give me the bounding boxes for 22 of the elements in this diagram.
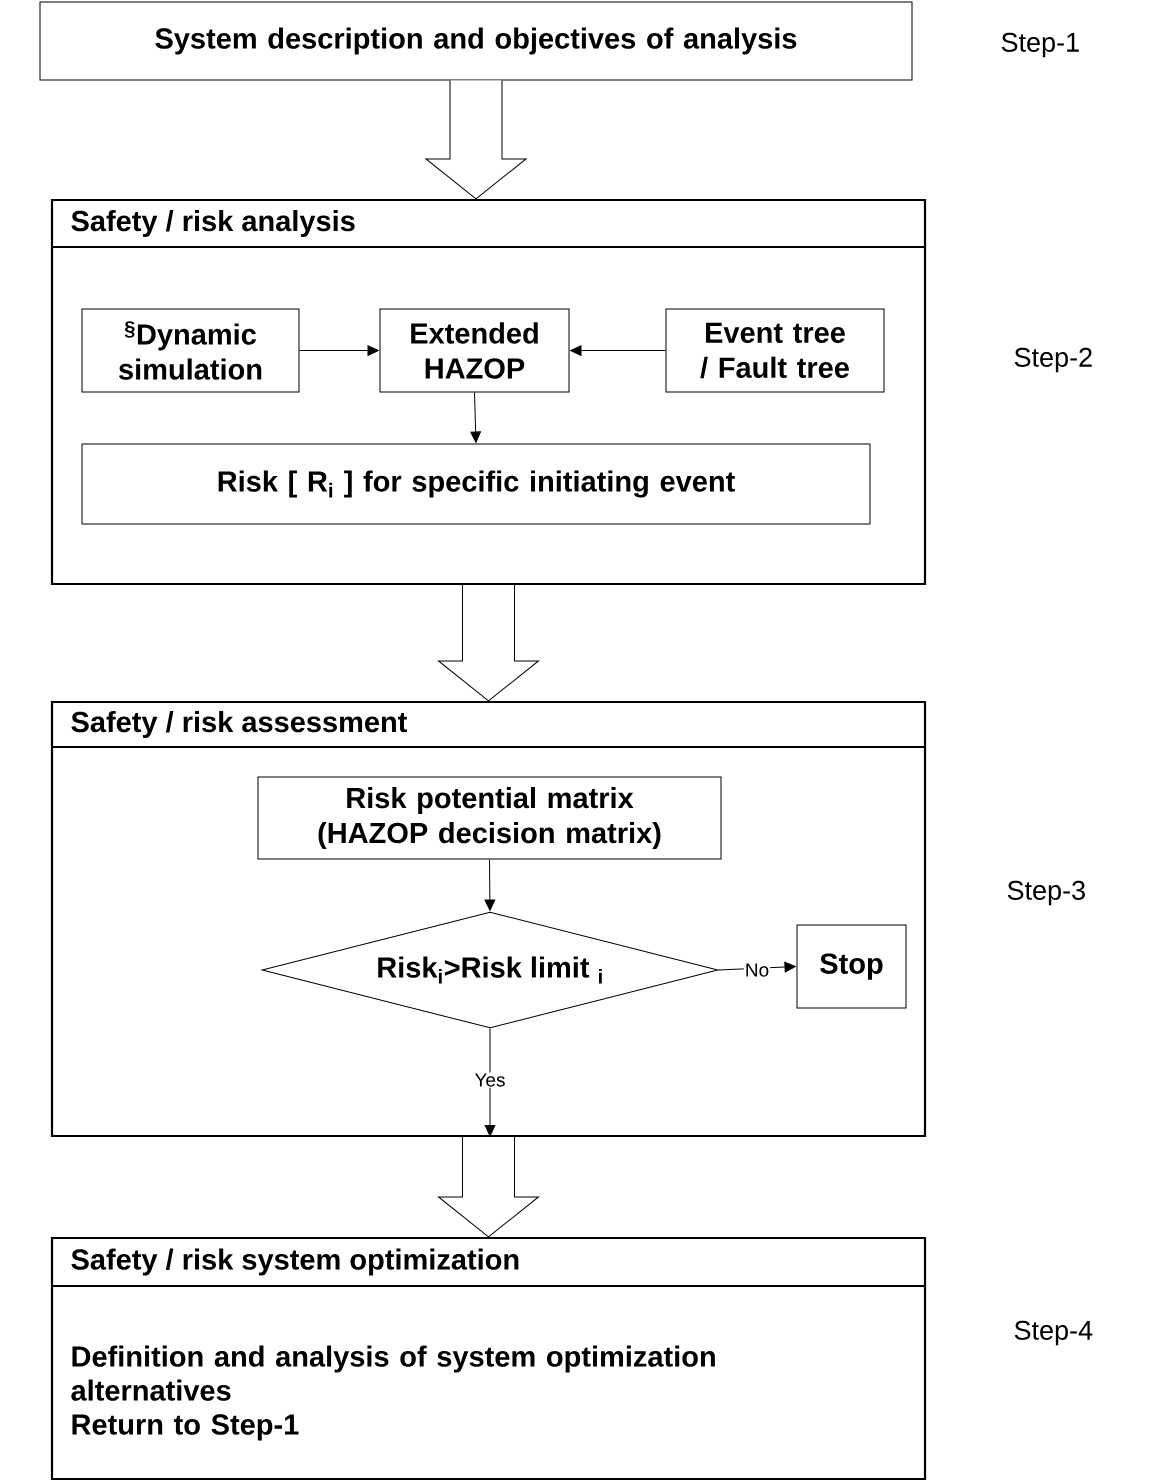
step-label: Step-3: [1007, 880, 1085, 906]
process-box: Risk potential matrix (HAZOP decision matrix): [257, 776, 722, 860]
process-box: Extended HAZOP: [379, 308, 570, 393]
edge-label: Yes: [473, 1072, 507, 1088]
edge-label: No: [743, 962, 771, 978]
process-box: Event tree / Fault tree: [665, 308, 885, 393]
step-label: Step-4: [1014, 1320, 1093, 1346]
section-box: Safety / risk system optimization Definition and analysis of system optimization alternatives Return to Step-1: [50, 1236, 927, 1481]
arrow: [484, 1028, 496, 1137]
process-box: $^{§}$Dynamic simulation: [81, 308, 300, 393]
block-arrow: [438, 1136, 539, 1238]
process-box: Stop: [796, 924, 907, 1009]
step-label: Step-1: [1001, 32, 1079, 58]
block-arrow: [425, 80, 527, 200]
process-box: System description and objectives of analysis: [39, 1, 913, 81]
process-box: Risk [ R$_{i}$ ] for specific initiating event: [81, 443, 871, 525]
step-label: Step-2: [1014, 347, 1092, 373]
arrow: [570, 345, 666, 356]
arrow: [470, 392, 481, 443]
arrow: [484, 859, 496, 911]
block-arrow: [438, 584, 539, 702]
arrow: [299, 345, 379, 356]
